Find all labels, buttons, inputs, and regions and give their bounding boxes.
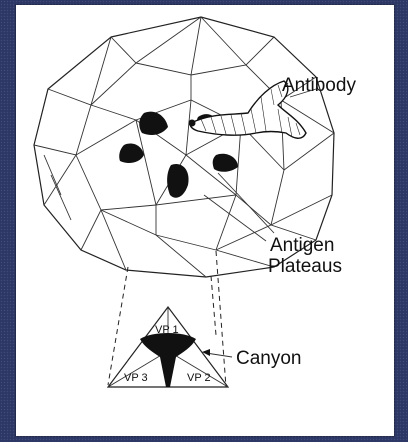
label-canyon: Canyon [236, 348, 302, 369]
label-vp2: VP 2 [187, 372, 211, 384]
virus-capsid-diagram: Antibody Antigen Plateaus VP 1 VP 3 V [16, 5, 394, 436]
enlarged-facet: VP 1 VP 3 VP 2 [108, 307, 228, 387]
label-antibody: Antibody [282, 75, 356, 96]
label-vp3: VP 3 [124, 372, 148, 384]
label-vp1: VP 1 [155, 324, 179, 336]
label-antigen: Antigen [270, 235, 334, 256]
canyon-pointer [202, 349, 232, 357]
label-plateaus: Plateaus [268, 256, 342, 277]
figure-panel: Antibody Antigen Plateaus VP 1 VP 3 V [16, 5, 394, 436]
